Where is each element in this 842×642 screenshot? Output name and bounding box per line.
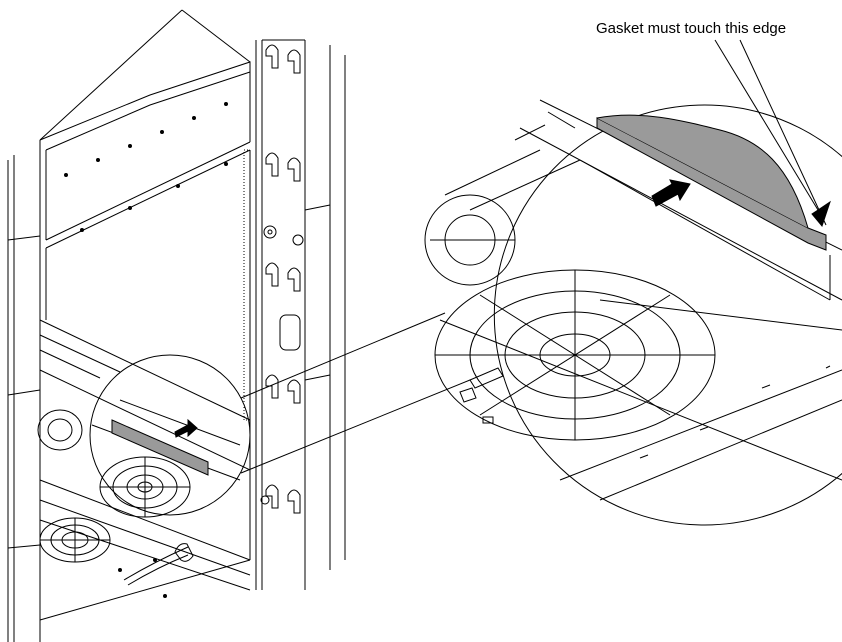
callout-label: Gasket must touch this edge [596,20,787,37]
rack-rail-latches [260,225,304,505]
rack-rail-right [304,45,346,570]
cabinet-left-side [7,140,41,642]
fan-tray-lower [39,319,251,621]
cabinet-opening [45,149,251,421]
rack-rail-left [255,39,306,590]
small-fan-grilles [37,409,111,563]
detail-magnifier-small [89,312,471,518]
rack-mounting-hooks [265,44,301,514]
callout-leader-line [714,39,827,226]
detail-magnifier-large [424,99,842,526]
cabinet-top-panel [39,9,251,249]
